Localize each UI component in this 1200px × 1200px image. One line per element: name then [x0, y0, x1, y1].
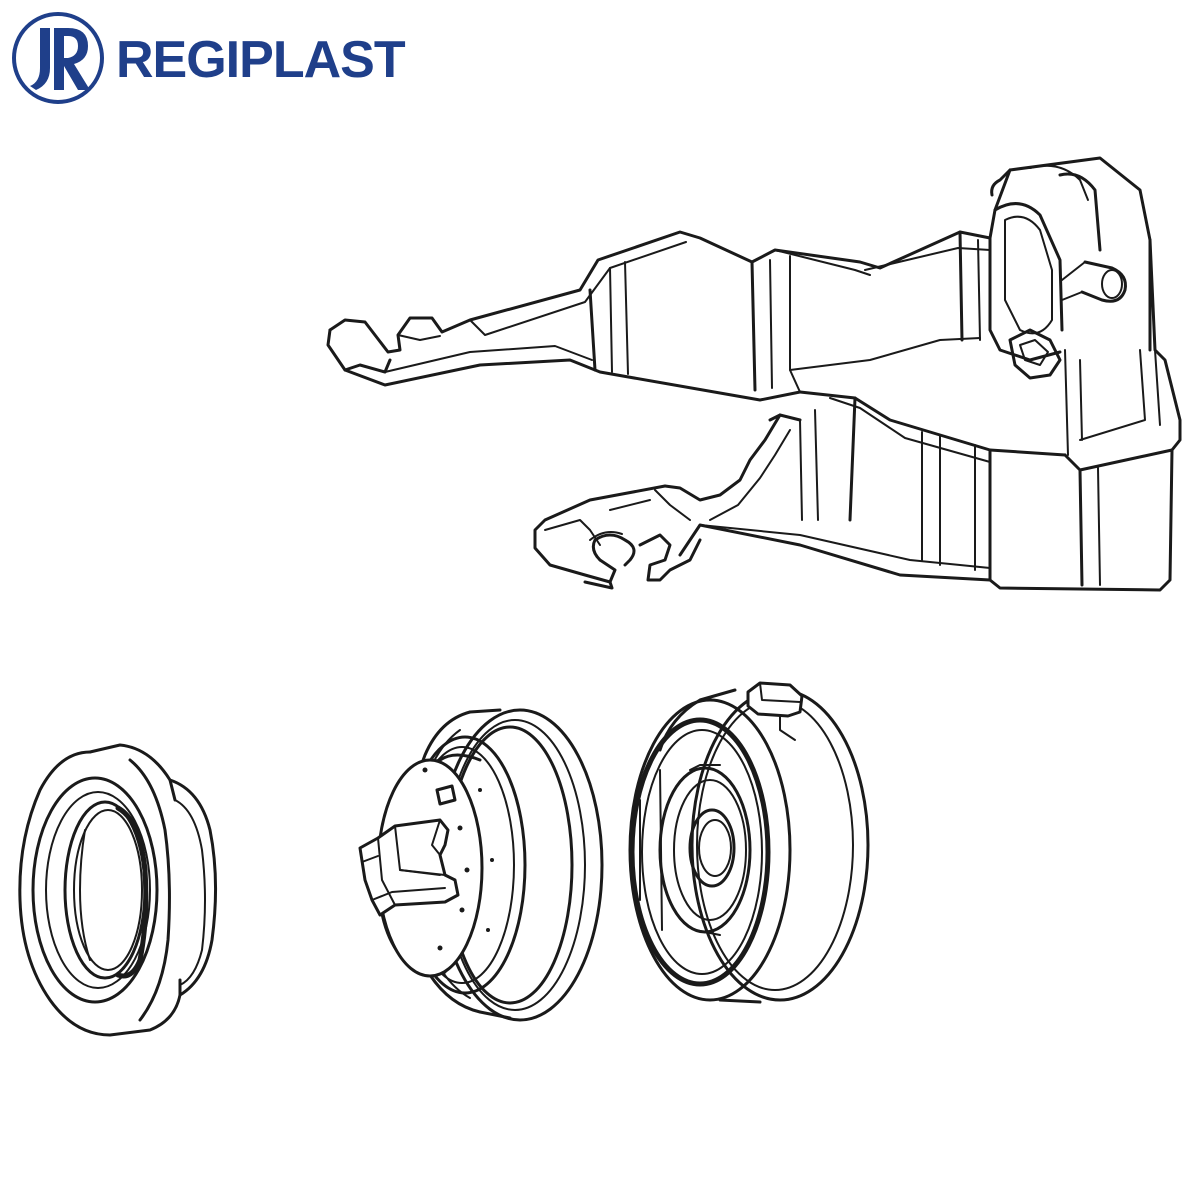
bracket-part-icon — [326, 156, 1182, 592]
seal-cap-part-icon — [628, 681, 870, 1004]
valve-body-part-icon — [358, 708, 604, 1022]
ring-nut-part-icon — [18, 743, 218, 1037]
brand-name: REGIPLAST — [116, 31, 406, 89]
regiplast-r-logo-icon — [12, 12, 104, 104]
brand-logo: REGIPLAST — [10, 10, 406, 106]
